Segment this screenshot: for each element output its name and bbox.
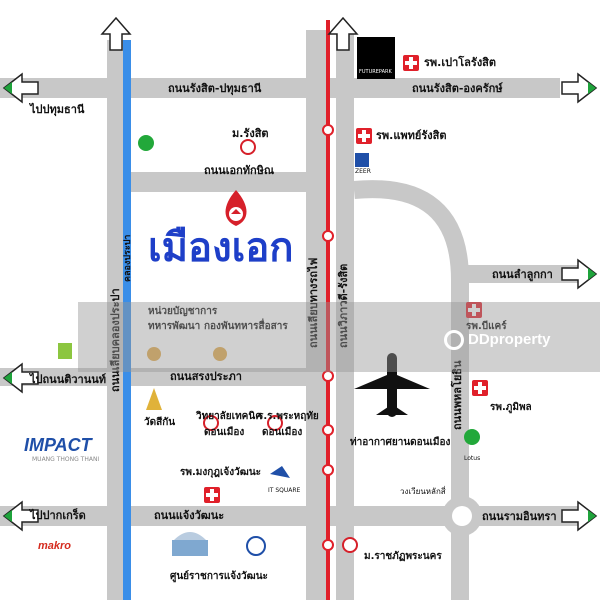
paolo-hospital-label: รพ.เปาโลรังสิต — [424, 56, 497, 69]
rail-station-6 — [322, 539, 334, 551]
green-emblem-2-icon — [464, 429, 480, 445]
army-badge-2-icon — [213, 347, 227, 361]
road-rail-left — [306, 30, 326, 600]
gov-center-icon — [172, 532, 208, 556]
hospital-icon — [204, 487, 220, 503]
gov-center-label: ศูนย์ราชการแจ้งวัฒนะ — [170, 571, 268, 582]
tesco-label: Lotus — [464, 455, 481, 462]
tot-logo-icon — [246, 536, 266, 556]
canal-blue — [123, 40, 131, 600]
rail-station-5 — [322, 464, 334, 476]
brand-name: เมืองเอก — [148, 225, 294, 271]
s-logo-school-icon — [267, 415, 283, 431]
road-phahon-yothin — [353, 180, 469, 600]
green-emblem-icon — [138, 135, 154, 151]
road-ek-thakshin — [108, 172, 308, 192]
ddproperty-logo-icon — [444, 330, 464, 350]
arrow-up-left-icon — [100, 16, 132, 51]
railway — [326, 20, 330, 600]
bike-hospital-label: รพ.บีแคร์ — [466, 321, 507, 332]
direction-tiwanon-label: ไปถนนติวานนท์ — [30, 373, 107, 386]
canal-name-label: คลองประปา — [123, 234, 133, 282]
rangsit-univ-label: ม.รังสิต — [232, 127, 269, 140]
arrow-right-ongkharak-icon — [561, 72, 598, 104]
phaet-hospital-label: รพ.แพทย์รังสิต — [376, 129, 447, 142]
s-logo-rangsit-icon — [240, 139, 256, 155]
hospital-icon — [466, 302, 482, 318]
road-ram-intra-label: ถนนรามอินทรา — [482, 510, 557, 523]
future-park-label: FUTUREPARK — [359, 69, 392, 75]
mongkut-hospital-label: รพ.มงกุฎเจ้งวัฒนะ — [180, 467, 262, 478]
army-unit-label-2: ทหารพัฒนา — [148, 321, 201, 332]
tech-label-1: วิทยาลัยเทคนิค — [196, 411, 262, 422]
makro-logo: makro — [38, 540, 72, 552]
road-songprapa-label: ถนนสรงประภา — [170, 370, 242, 383]
arrow-up-right-icon — [327, 16, 359, 51]
watermark-band — [78, 302, 600, 372]
it-square-icon — [270, 466, 290, 478]
hospital-icon — [472, 380, 488, 396]
road-rangsit-pathum-label: ถนนรังสิต-ปทุมธานี — [168, 82, 262, 95]
wat-label: วัดสีกัน — [144, 417, 176, 428]
road-lam-lukka-label: ถนนลำลูกกา — [492, 268, 553, 281]
rail-station-1 — [322, 124, 334, 136]
zeer-label: ZEER — [355, 168, 371, 175]
arrow-right-ramintra-icon — [561, 500, 598, 532]
road-rangsit-pathum — [0, 78, 560, 98]
rail-station-4 — [322, 424, 334, 436]
road-chaengwattana — [0, 506, 580, 526]
arrow-left-pathum-icon — [2, 72, 39, 104]
roundabout-label: วงเวียนหลักสี่ — [400, 487, 446, 496]
direction-pathum-label: ไปปทุมธานี — [30, 103, 85, 116]
brand-pin-icon — [225, 190, 247, 226]
school-label-2: ดอนเมือง — [262, 427, 303, 438]
tech-label-2: ดอนเมือง — [204, 427, 245, 438]
direction-pakkret-label: ไปปากเกร็ด — [30, 509, 86, 522]
road-canal-left — [107, 40, 125, 600]
arrow-left-tiwanon-icon — [2, 362, 39, 394]
ddproperty-watermark: DDproperty — [468, 331, 551, 348]
road-rangsit-ongkharak-label: ถนนรังสิต-องครักษ์ — [412, 82, 503, 95]
arrow-right-lamlukka-icon — [561, 258, 598, 290]
road-lam-lukka — [462, 265, 580, 283]
q-house-icon — [58, 343, 72, 359]
hospital-icon — [403, 55, 419, 71]
arrow-left-pakkret-icon — [2, 500, 39, 532]
zeer-logo-icon — [355, 153, 369, 167]
roundabout-center — [452, 506, 472, 526]
road-chaengwattana-label: ถนนแจ้งวัฒนะ — [154, 509, 225, 522]
future-park-logo — [357, 37, 395, 79]
rail-station-3 — [322, 370, 334, 382]
s-logo-rajabhat-icon — [342, 537, 358, 553]
army-badge-1-icon — [147, 347, 161, 361]
airplane-icon — [354, 353, 430, 417]
airport-label: ท่าอากาศยานดอนเมือง — [350, 437, 451, 448]
impact-sub-label: MUANG THONG THANI — [32, 456, 100, 463]
bhumibol-hospital-label: รพ.ภูมิพล — [490, 402, 532, 413]
hospital-icon — [356, 128, 372, 144]
rail-station-2 — [322, 230, 334, 242]
road-songprapa — [0, 368, 320, 386]
rajabhat-label: ม.ราชภัฏพระนคร — [364, 551, 442, 562]
school-label-1: ร.ร.พระหฤทัย — [258, 411, 319, 422]
road-ek-thakshin-label: ถนนเอกทักษิณ — [204, 164, 275, 177]
road-vibhavadi — [336, 30, 354, 600]
impact-logo: IMPACT — [24, 435, 92, 455]
s-logo-tech-icon — [203, 415, 219, 431]
temple-icon — [146, 388, 162, 410]
aviation-label: กองพันทหารสื่อสาร — [204, 321, 288, 332]
it-square-label: IT SQUARE — [268, 487, 301, 494]
army-unit-label-1: หน่วยบัญชาการ — [148, 306, 218, 317]
